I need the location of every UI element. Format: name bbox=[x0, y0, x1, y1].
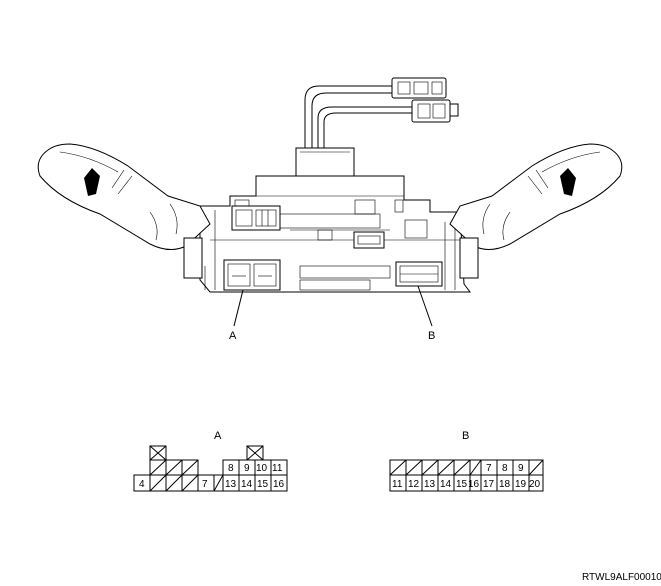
connector-a-face: A 8 9 10 11 4 7 bbox=[133, 430, 288, 492]
harness-plug-lower bbox=[411, 99, 459, 123]
pin-b-17: 17 bbox=[483, 479, 495, 490]
pin-b-11: 11 bbox=[392, 479, 403, 490]
pin-b-15: 15 bbox=[456, 479, 468, 490]
connector-b-face: B 7 8 9 11 12 13 14 15 16 17 18 19 2 bbox=[389, 430, 544, 492]
pin-a-10: 10 bbox=[256, 463, 268, 474]
pin-a-13: 13 bbox=[225, 479, 237, 490]
pin-a-15: 15 bbox=[257, 479, 269, 490]
right-lever-stalk bbox=[449, 143, 623, 279]
pin-b-8: 8 bbox=[502, 463, 508, 474]
harness-plug-upper bbox=[391, 77, 447, 99]
housing-connector-small bbox=[353, 231, 385, 249]
connector-b-title: B bbox=[462, 430, 469, 442]
pin-a-7: 7 bbox=[202, 479, 208, 490]
harness-cable bbox=[304, 85, 412, 150]
callout-a-leader bbox=[233, 289, 244, 327]
pin-b-12: 12 bbox=[408, 479, 420, 490]
pin-a-16: 16 bbox=[273, 479, 285, 490]
pin-b-13: 13 bbox=[424, 479, 436, 490]
connector-a-title: A bbox=[214, 430, 222, 442]
pin-b-14: 14 bbox=[440, 479, 452, 490]
callout-a-label: A bbox=[229, 330, 237, 342]
pin-a-4: 4 bbox=[139, 479, 145, 490]
pin-b-16: 16 bbox=[468, 479, 480, 490]
connector-a-on-housing bbox=[223, 259, 281, 291]
pin-b-7: 7 bbox=[486, 463, 492, 474]
pin-a-11: 11 bbox=[272, 463, 283, 474]
pin-b-19: 19 bbox=[515, 479, 527, 490]
housing-connector-top bbox=[231, 205, 281, 231]
pin-b-9: 9 bbox=[518, 463, 524, 474]
pin-a-8: 8 bbox=[228, 463, 234, 474]
callout-b-label: B bbox=[428, 330, 435, 342]
callout-b-leader bbox=[417, 285, 433, 327]
pin-b-20: 20 bbox=[529, 479, 541, 490]
pin-a-9: 9 bbox=[244, 463, 250, 474]
left-lever-stalk bbox=[37, 143, 211, 279]
figure-code: RTWL9ALF000101 bbox=[582, 572, 661, 583]
connector-b-on-housing bbox=[395, 261, 443, 287]
pin-b-18: 18 bbox=[499, 479, 511, 490]
pin-a-14: 14 bbox=[241, 479, 253, 490]
